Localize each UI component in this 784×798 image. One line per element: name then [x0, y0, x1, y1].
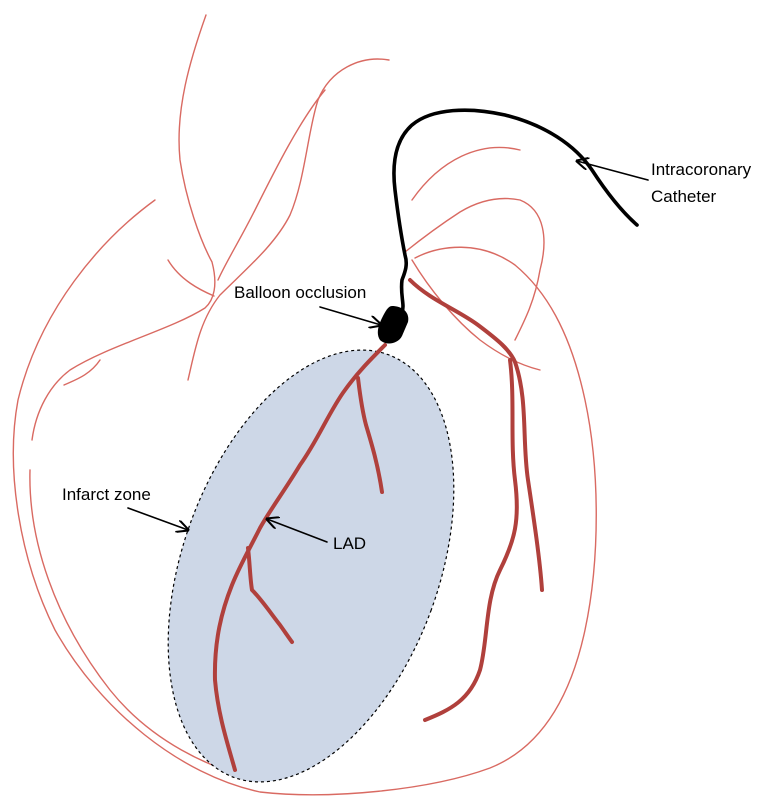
top-vessel-contour	[218, 90, 325, 280]
catheter-label-line2: Catheter	[651, 187, 717, 206]
left-branch-contour	[168, 260, 214, 296]
infarct-zone	[114, 311, 508, 798]
pulmonary-contour	[405, 199, 544, 341]
balloon-arrow	[320, 307, 381, 325]
intracoronary-catheter	[394, 110, 637, 312]
balloon-occlusion	[378, 306, 408, 343]
balloon-occlusion-label: Balloon occlusion	[234, 283, 366, 302]
infarct-arrow	[128, 508, 188, 530]
lad-label: LAD	[333, 534, 366, 553]
infarct-zone-label: Infarct zone	[62, 485, 151, 504]
aorta-right-contour	[188, 59, 389, 380]
atrial-appendage-contour	[412, 260, 540, 370]
catheter-arrow	[577, 161, 648, 180]
catheter-label-line1: Intracoronary	[651, 160, 752, 179]
pulmonary-contour-2	[412, 147, 520, 200]
aorta-left-contour	[32, 15, 215, 440]
